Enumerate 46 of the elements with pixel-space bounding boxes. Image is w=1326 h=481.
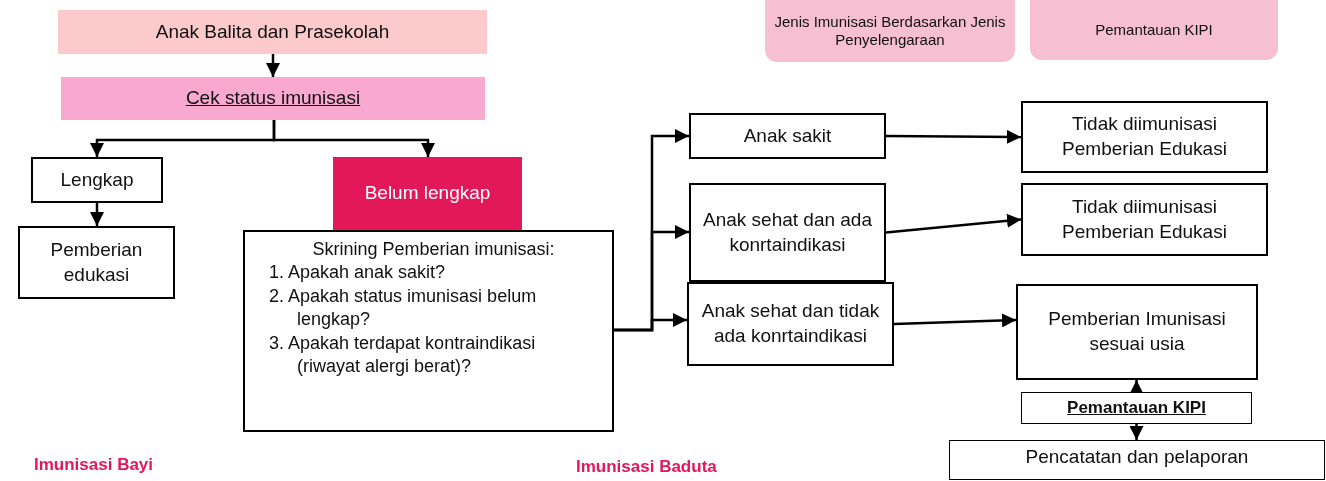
arrow (1129, 424, 1144, 440)
arrow (614, 313, 687, 332)
process-box (949, 440, 1325, 480)
arrow (90, 203, 104, 226)
box-text: Pemberian edukasi (49, 237, 144, 287)
menu-tab (1030, 0, 1278, 60)
box-text: Jenis Imunisasi Berdasarkan Jenis Penyelengaraan (773, 13, 1007, 49)
process-box (31, 157, 163, 203)
process-box (1021, 101, 1268, 173)
box-text: Cek status imunisasi (184, 86, 362, 111)
menu-tab (765, 0, 1015, 62)
box-text: Tidak diimunisasi Pemberian Edukasi (1061, 112, 1228, 161)
list-item: 1. Apakah anak sakit? (268, 261, 447, 285)
status-box (333, 157, 522, 230)
box-text: Pemberian Imunisasi sesuai usia (1047, 307, 1227, 356)
list-item: 2. Apakah status imunisasi belum lengkap? (268, 284, 538, 332)
process-box (58, 10, 487, 54)
box-text: Lengkap (59, 167, 135, 192)
process-box (1016, 284, 1258, 380)
process-box (61, 77, 485, 120)
box-text: Belum lengkap (363, 181, 492, 206)
box-text: Anak sehat dan ada konrtaindikasi (702, 207, 873, 257)
process-box (1021, 392, 1252, 424)
process-box (243, 230, 614, 432)
process-box (1021, 183, 1268, 256)
arrow (1129, 380, 1144, 394)
process-box (687, 282, 894, 366)
process-box (689, 113, 886, 159)
section-heading: Imunisasi Bayi (34, 455, 154, 475)
process-box (18, 226, 175, 299)
process-box (689, 183, 886, 282)
list-heading: Skrining Pemberian imunisasi: (311, 238, 556, 261)
arrow (886, 129, 1021, 144)
box-text: Pemantauan KIPI (1094, 21, 1214, 39)
box-text: Pemantauan KIPI (1066, 396, 1207, 419)
section-heading: Imunisasi Baduta (576, 457, 717, 477)
box-text: Pencatatan dan pelaporan (1024, 445, 1250, 469)
arrow (266, 54, 280, 77)
box-text: Anak Balita dan Prasekolah (154, 19, 391, 44)
box-text: Tidak diimunisasi Pemberian Edukasi (1061, 194, 1228, 244)
box-text: Anak sehat dan tidak ada konrtaindikasi (700, 299, 881, 348)
arrow (893, 313, 1017, 328)
list-item: 3. Apakah terdapat kontraindikasi (riwayat alergi berat)? (268, 331, 537, 378)
arrow (885, 213, 1022, 234)
arrow (272, 120, 435, 157)
box-text: Anak sakit (742, 123, 833, 148)
